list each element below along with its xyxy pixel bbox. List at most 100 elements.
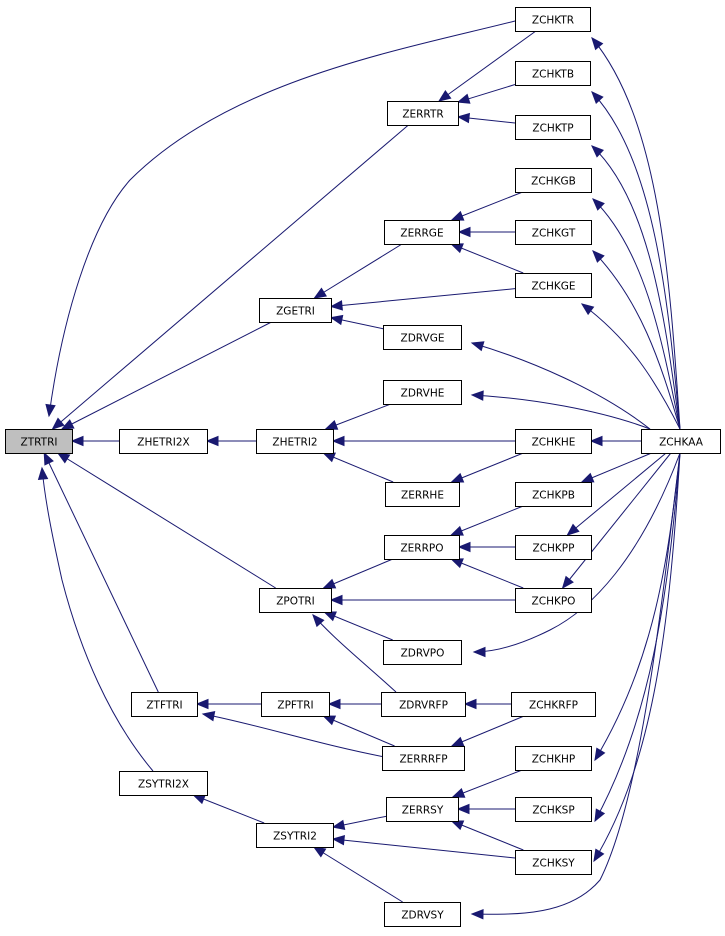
node-zchksp[interactable]: ZCHKSP	[515, 797, 592, 822]
edge-zchksp-to-zerrsy	[456, 803, 515, 815]
edge-zchktb-to-zerrtr	[456, 84, 516, 104]
node-box-zerrtr[interactable]	[387, 101, 459, 126]
node-box-ztrtri[interactable]	[5, 429, 73, 454]
node-label-zdrvpo: ZDRVPO	[401, 648, 445, 660]
node-zgetri[interactable]: ZGETRI	[259, 298, 332, 323]
edge-zsytri2x-to-ztrtri	[37, 466, 154, 772]
node-box-zgetri[interactable]	[259, 298, 332, 323]
edge-zdrvge-to-zgetri	[329, 314, 384, 330]
node-zchkpo[interactable]: ZCHKPO	[515, 588, 592, 613]
node-box-zchkpp[interactable]	[515, 535, 592, 560]
node-label-zerrsy: ZERRSY	[402, 805, 444, 817]
node-box-zdrvpo[interactable]	[383, 640, 462, 665]
node-box-zpftri[interactable]	[261, 692, 330, 717]
node-box-ztftri[interactable]	[131, 692, 198, 717]
node-box-zerrrfp[interactable]	[382, 746, 465, 771]
node-box-zerrpo[interactable]	[384, 535, 460, 560]
edge-zchkaa-to-zdrvpo	[472, 452, 681, 658]
node-zchkgb[interactable]: ZCHKGB	[515, 168, 592, 193]
node-box-zpotri[interactable]	[259, 588, 332, 613]
node-box-zsytri2[interactable]	[256, 823, 334, 848]
node-box-zchkaa[interactable]	[641, 429, 721, 454]
node-zpotri[interactable]: ZPOTRI	[259, 588, 332, 613]
node-label-zerrtr: ZERRTR	[402, 109, 443, 121]
node-zhetri2[interactable]: ZHETRI2	[256, 429, 334, 454]
node-zchkaa[interactable]: ZCHKAA	[641, 429, 721, 454]
node-zchkpp[interactable]: ZCHKPP	[515, 535, 592, 560]
node-box-zchksp[interactable]	[515, 797, 592, 822]
edge-zchkpp-to-zerrpo	[457, 541, 515, 553]
edge-zchkaa-to-zchktr	[591, 36, 681, 430]
edge-zchkaa-to-zchkge	[580, 303, 681, 430]
node-ztrtri[interactable]: ZTRTRI	[5, 429, 73, 454]
node-zchkpb[interactable]: ZCHKPB	[515, 482, 592, 507]
node-zerrtr[interactable]: ZERRTR	[387, 101, 459, 126]
edge-zdrvpo-to-zpotri	[323, 611, 393, 641]
node-box-zchktb[interactable]	[515, 61, 591, 86]
edge-zchkaa-to-zchkgt	[592, 250, 681, 430]
node-box-zchkpb[interactable]	[515, 482, 592, 507]
node-zchktb[interactable]: ZCHKTB	[515, 61, 591, 86]
node-zerrpo[interactable]: ZERRPO	[384, 535, 460, 560]
node-label-zpotri: ZPOTRI	[276, 596, 315, 608]
node-label-zchktb: ZCHKTB	[532, 69, 574, 81]
node-zdrvge[interactable]: ZDRVGE	[383, 325, 462, 350]
node-box-zchkgb[interactable]	[515, 168, 592, 193]
node-label-zchkgb: ZCHKGB	[531, 176, 576, 188]
node-zdrvrfp[interactable]: ZDRVRFP	[381, 692, 466, 717]
node-box-zdrvsy[interactable]	[384, 902, 461, 927]
node-box-zchkpo[interactable]	[515, 588, 592, 613]
node-label-zchkaa: ZCHKAA	[659, 437, 704, 449]
node-box-zsytri2x[interactable]	[119, 771, 208, 796]
node-box-zdrvrfp[interactable]	[381, 692, 466, 717]
edge-zerrtr-to-ztrtri	[51, 124, 409, 430]
node-box-zchkge[interactable]	[515, 273, 592, 298]
node-box-zchksy[interactable]	[515, 850, 592, 875]
edge-zerrhe-to-zhetri2	[322, 452, 394, 483]
node-zpftri[interactable]: ZPFTRI	[261, 692, 330, 717]
node-box-zdrvhe[interactable]	[383, 380, 462, 405]
node-zchktr[interactable]: ZCHKTR	[515, 7, 591, 32]
node-zerrge[interactable]: ZERRGE	[384, 220, 460, 245]
node-zdrvhe[interactable]: ZDRVHE	[383, 380, 462, 405]
node-zerrsy[interactable]: ZERRSY	[386, 797, 459, 822]
node-zsytri2x[interactable]: ZSYTRI2X	[119, 771, 208, 796]
node-zdrvpo[interactable]: ZDRVPO	[383, 640, 462, 665]
node-box-zhetri2[interactable]	[256, 429, 334, 454]
node-zchkrfp[interactable]: ZCHKRFP	[511, 692, 596, 717]
node-box-zchkhp[interactable]	[515, 746, 592, 771]
edge-zchksy-to-zsytri2	[331, 834, 516, 859]
node-zchksy[interactable]: ZCHKSY	[515, 850, 592, 875]
node-zsytri2[interactable]: ZSYTRI2	[256, 823, 334, 848]
node-box-zchkhe[interactable]	[515, 429, 592, 454]
node-zchkhp[interactable]: ZCHKHP	[515, 746, 592, 771]
node-label-zsytri2: ZSYTRI2	[273, 831, 317, 843]
node-zhetri2x[interactable]: ZHETRI2X	[119, 429, 208, 454]
node-box-zchktr[interactable]	[515, 7, 591, 32]
node-zchkgt[interactable]: ZCHKGT	[515, 220, 592, 245]
node-box-zchkgt[interactable]	[515, 220, 592, 245]
node-ztftri[interactable]: ZTFTRI	[131, 692, 198, 717]
node-zerrhe[interactable]: ZERRHE	[385, 482, 460, 507]
node-box-zchkrfp[interactable]	[511, 692, 596, 717]
node-label-zchkpb: ZCHKPB	[532, 490, 575, 502]
node-box-zchktp[interactable]	[515, 115, 591, 140]
node-zchkhe[interactable]: ZCHKHE	[515, 429, 592, 454]
edge-zchktr-to-ztrtri	[45, 20, 516, 418]
node-zerrrfp[interactable]: ZERRRFP	[382, 746, 465, 771]
edge-zchkaa-to-zchksy	[593, 452, 681, 863]
node-box-zerrge[interactable]	[384, 220, 460, 245]
node-box-zerrhe[interactable]	[385, 482, 460, 507]
edge-zdrvsy-to-zsytri2	[312, 846, 403, 903]
node-box-zerrsy[interactable]	[386, 797, 459, 822]
node-box-zdrvge[interactable]	[383, 325, 462, 350]
edge-ztftri-to-ztrtri	[43, 451, 159, 693]
node-zdrvsy[interactable]: ZDRVSY	[384, 902, 461, 927]
node-label-zchkhe: ZCHKHE	[532, 437, 576, 449]
edge-zchkaa-to-zdrvsy	[470, 452, 681, 920]
edge-zerrge-to-zgetri	[313, 243, 403, 299]
node-label-zchkgt: ZCHKGT	[532, 228, 576, 240]
node-zchktp[interactable]: ZCHKTP	[515, 115, 591, 140]
node-zchkge[interactable]: ZCHKGE	[515, 273, 592, 298]
node-box-zhetri2x[interactable]	[119, 429, 208, 454]
